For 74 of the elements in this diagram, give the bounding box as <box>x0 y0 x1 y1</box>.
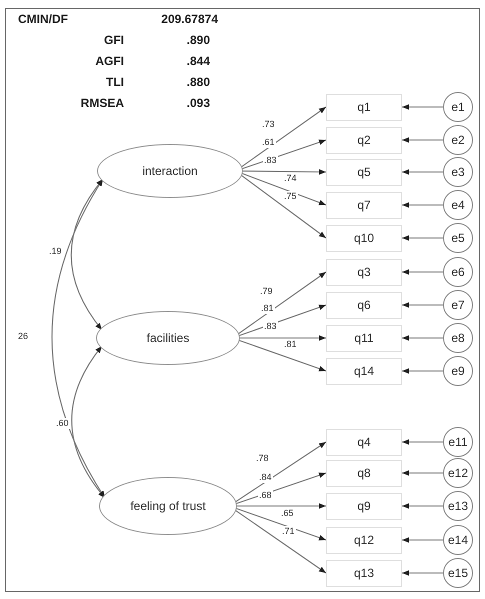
arrow <box>402 302 443 308</box>
observed-variable-box: q5 <box>326 158 402 186</box>
arrow <box>240 172 326 206</box>
fit-index-value: 209.67874 <box>160 11 218 28</box>
arrow <box>402 439 443 445</box>
edge-label: .81 <box>283 339 298 350</box>
arrow <box>402 503 443 509</box>
fit-index-value: .880 <box>186 74 211 91</box>
edge-label: 26 <box>17 331 30 342</box>
fit-index-name: CMIN/DF <box>18 11 69 28</box>
arrow <box>402 202 443 208</box>
edge-label: .84 <box>258 472 273 483</box>
arrow <box>234 510 326 574</box>
arrow <box>240 174 326 238</box>
observed-variable-box: q12 <box>326 526 402 554</box>
observed-variable-box: q3 <box>326 258 402 286</box>
edge-label: .65 <box>280 508 295 519</box>
observed-variable-box: q8 <box>326 460 402 486</box>
edge-label: .19 <box>48 246 63 257</box>
fit-index-value: .844 <box>186 53 211 70</box>
observed-variable-box: q1 <box>326 94 402 120</box>
fit-index-name: GFI <box>103 32 125 49</box>
edge-label: .74 <box>283 173 298 184</box>
observed-variable-box: q13 <box>326 560 402 586</box>
arrow <box>238 335 326 341</box>
observed-variable-box: q11 <box>326 324 402 352</box>
arrow <box>241 169 326 175</box>
covariance-arrow <box>70 178 104 330</box>
arrow <box>402 537 443 543</box>
arrow <box>238 339 326 372</box>
edge-label: .81 <box>260 303 275 314</box>
edge-label: .75 <box>283 191 298 202</box>
arrow <box>402 104 443 110</box>
arrow <box>402 335 443 341</box>
edge-label: .60 <box>55 418 70 429</box>
edge-label: .71 <box>281 526 296 537</box>
arrow <box>240 139 326 170</box>
arrow <box>240 106 326 168</box>
edge-label: .83 <box>263 321 278 332</box>
fit-index-value: .093 <box>186 95 211 112</box>
arrow <box>238 272 326 334</box>
arrow <box>234 472 326 505</box>
edge-label: .61 <box>261 137 276 148</box>
latent-variable-ellipse: interaction <box>97 144 243 198</box>
edge-label: .68 <box>258 490 273 501</box>
arrow <box>402 470 443 476</box>
arrow <box>234 508 326 541</box>
arrow <box>238 304 326 337</box>
observed-variable-box: q6 <box>326 292 402 318</box>
edge-label: .79 <box>259 286 274 297</box>
edge-label: .78 <box>255 453 270 464</box>
fit-index-name: RMSEA <box>80 95 125 112</box>
arrow <box>402 235 443 241</box>
observed-variable-box: q9 <box>326 492 402 520</box>
arrow <box>402 570 443 576</box>
fit-index-name: AGFI <box>94 53 125 70</box>
arrow <box>234 442 326 503</box>
latent-variable-ellipse: feeling of trust <box>99 477 237 535</box>
arrow <box>402 137 443 143</box>
arrow <box>402 269 443 275</box>
observed-variable-box: q2 <box>326 126 402 154</box>
fit-index-value: .890 <box>186 32 211 49</box>
observed-variable-box: q10 <box>326 224 402 252</box>
observed-variable-box: q14 <box>326 358 402 384</box>
observed-variable-box: q7 <box>326 192 402 218</box>
arrow <box>402 169 443 175</box>
edge-label: .73 <box>261 119 276 130</box>
arrow <box>235 503 326 509</box>
edge-label: .83 <box>263 155 278 166</box>
latent-variable-ellipse: facilities <box>96 311 240 365</box>
arrow <box>402 368 443 374</box>
fit-index-name: TLI <box>105 74 125 91</box>
observed-variable-box: q4 <box>326 428 402 456</box>
covariance-arrow <box>71 346 106 498</box>
